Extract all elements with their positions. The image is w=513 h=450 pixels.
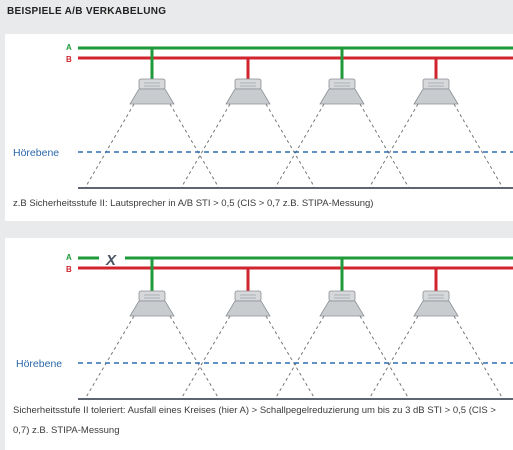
sound-cone-edge xyxy=(453,103,504,189)
ceiling-speaker-icon xyxy=(129,290,175,317)
caption: z.B Sicherheitsstufe II: Lautsprecher in… xyxy=(13,198,374,209)
speakers xyxy=(129,48,459,105)
ceiling-speaker-icon xyxy=(319,78,365,105)
speaker-cap xyxy=(138,290,166,302)
sound-cone-edge xyxy=(265,315,316,400)
sound-cones xyxy=(84,315,504,400)
sound-cone-edge xyxy=(169,103,220,189)
line-b-label: B xyxy=(66,265,72,274)
diagram-panel-2: A B X Hörebene Sicherheitsstufe II toler… xyxy=(5,238,513,450)
speaker-cap xyxy=(234,290,262,302)
cable-break-mark: X xyxy=(105,252,117,269)
speaker-cap xyxy=(328,78,356,90)
caption: Sicherheitsstufe II toleriert: Ausfall e… xyxy=(13,405,496,436)
sound-cone-edge xyxy=(359,315,410,400)
speaker-cone-body xyxy=(319,300,365,317)
sound-cone-edge xyxy=(265,103,316,189)
ceiling-speaker-icon xyxy=(225,290,271,317)
diagram-panel-1: A B Hörebene z.B Sicherheitsstufe II: La… xyxy=(5,34,513,221)
listening-plane-label: Hörebene xyxy=(16,358,62,370)
speaker-cap xyxy=(138,78,166,90)
sound-cone-edge xyxy=(359,103,410,189)
speakers xyxy=(129,258,459,317)
sound-cone-edge xyxy=(274,103,325,189)
sound-cone-edge xyxy=(453,315,504,400)
speaker-cap xyxy=(422,78,450,90)
line-b-label: B xyxy=(66,55,72,64)
page-heading: BEISPIELE A/B VERKABELUNG xyxy=(7,6,167,17)
sound-cone-edge xyxy=(368,315,419,400)
sound-cone-edge xyxy=(84,315,135,400)
speaker-cone-body xyxy=(225,88,271,105)
speaker-cone-body xyxy=(413,88,459,105)
speaker-cone-body xyxy=(225,300,271,317)
sound-cone-edge xyxy=(169,315,220,400)
break-mark-text: X xyxy=(105,252,117,269)
line-a-label: A xyxy=(66,253,72,262)
diagram-1: A B Hörebene xyxy=(13,43,513,189)
diagram-2: A B X Hörebene xyxy=(16,252,513,400)
sound-cone-edge xyxy=(274,315,325,400)
sound-cone-edge xyxy=(84,103,135,189)
speaker-cone-body xyxy=(129,300,175,317)
ceiling-speaker-icon xyxy=(413,290,459,317)
speaker-cone-body xyxy=(129,88,175,105)
sound-cone-edge xyxy=(180,315,231,400)
speaker-cap xyxy=(422,290,450,302)
ceiling-speaker-icon xyxy=(319,290,365,317)
speaker-cap xyxy=(234,78,262,90)
sound-cone-edge xyxy=(180,103,231,189)
speaker-cone-body xyxy=(413,300,459,317)
sound-cone-edge xyxy=(368,103,419,189)
line-a-label: A xyxy=(66,43,72,52)
ceiling-speaker-icon xyxy=(225,78,271,105)
ceiling-speaker-icon xyxy=(129,78,175,105)
speaker-cone-body xyxy=(319,88,365,105)
ceiling-speaker-icon xyxy=(413,78,459,105)
speaker-cap xyxy=(328,290,356,302)
listening-plane-label: Hörebene xyxy=(13,147,59,159)
sound-cones xyxy=(84,103,504,189)
